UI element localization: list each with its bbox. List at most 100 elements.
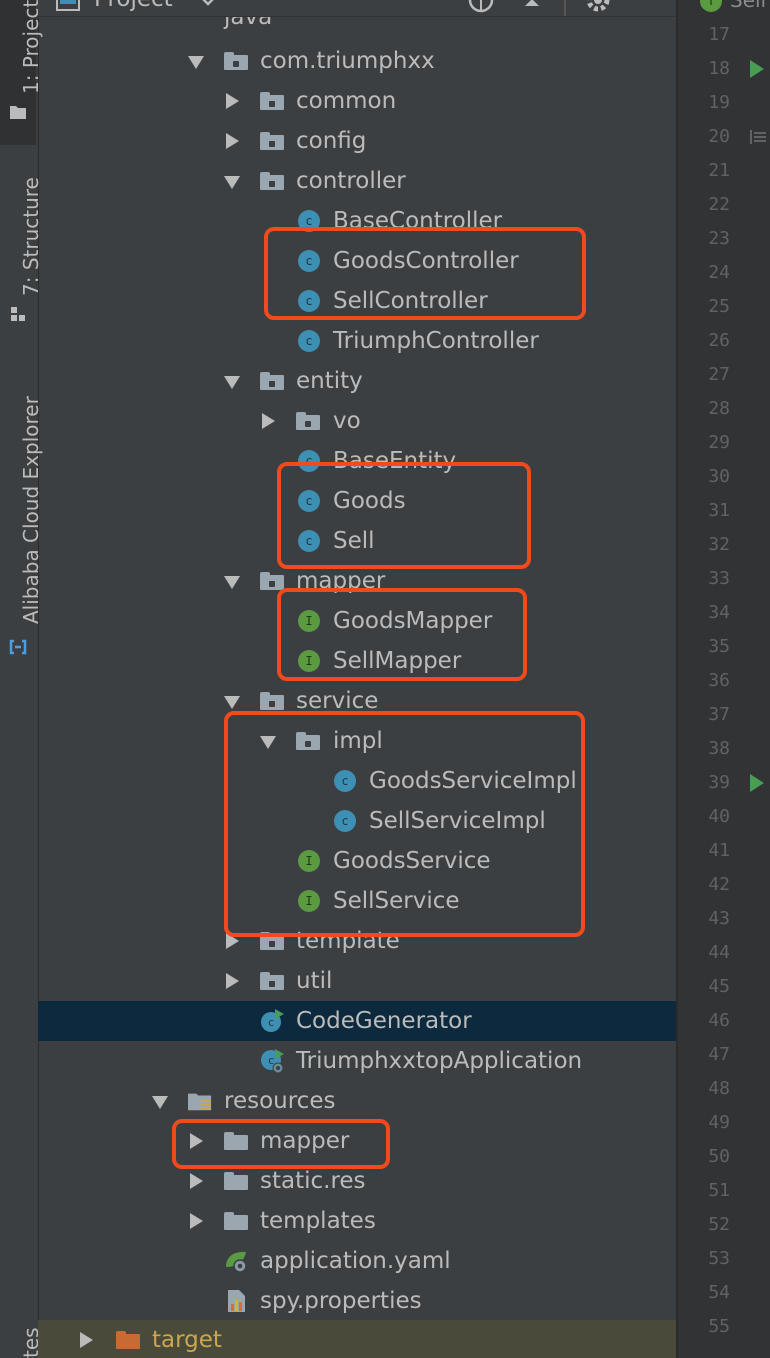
line-number: 49 xyxy=(708,1112,730,1133)
line-number: 44 xyxy=(708,942,730,963)
tree-row-baseentity[interactable]: c BaseEntity xyxy=(38,441,676,481)
tree-label: CodeGenerator xyxy=(296,1008,472,1034)
tree-row-sellcontroller[interactable]: c SellController xyxy=(38,281,676,321)
panel-title[interactable]: Project xyxy=(94,0,173,12)
resources-folder-icon xyxy=(188,1093,212,1111)
line-number: 26 xyxy=(708,330,730,351)
line-number: 42 xyxy=(708,874,730,895)
chevron-right-icon[interactable] xyxy=(226,93,239,109)
excluded-folder-icon xyxy=(116,1331,140,1349)
line-number: 24 xyxy=(708,262,730,283)
folder-icon xyxy=(224,1132,248,1150)
tree-row-impl[interactable]: impl xyxy=(38,721,676,761)
package-icon xyxy=(260,172,284,190)
chevron-right-icon[interactable] xyxy=(262,413,275,429)
tree-label: Sell xyxy=(333,528,375,554)
line-number: 29 xyxy=(708,432,730,453)
tree-row-sellmapper[interactable]: I SellMapper xyxy=(38,641,676,681)
tree-row-goodsserviceimpl[interactable]: c GoodsServiceImpl xyxy=(38,761,676,801)
run-gutter-icon[interactable] xyxy=(750,60,764,78)
tree-row-target[interactable]: target xyxy=(38,1320,676,1358)
chevron-down-icon[interactable] xyxy=(152,1096,168,1109)
line-number: 51 xyxy=(708,1180,730,1201)
chevron-right-icon[interactable] xyxy=(80,1332,93,1348)
chevron-right-icon[interactable] xyxy=(190,1173,203,1189)
chevron-right-icon[interactable] xyxy=(226,933,239,949)
tree-label: impl xyxy=(333,728,383,754)
tree-row-goods[interactable]: c Goods xyxy=(38,481,676,521)
line-number: 41 xyxy=(708,840,730,861)
tree-row-service[interactable]: service xyxy=(38,681,676,721)
tree-row-config[interactable]: config xyxy=(38,121,676,161)
highlight-box-entities xyxy=(277,462,531,569)
class-icon: c xyxy=(298,530,320,552)
line-number: 39 xyxy=(708,772,730,793)
tree-row-goodsmapper[interactable]: I GoodsMapper xyxy=(38,601,676,641)
tree-label: service xyxy=(296,688,379,714)
chevron-down-icon[interactable] xyxy=(198,0,218,6)
chevron-down-icon[interactable] xyxy=(260,736,276,749)
gear-icon[interactable] xyxy=(584,0,612,14)
tree-row-vo[interactable]: vo xyxy=(38,401,676,441)
highlight-box-mappers xyxy=(277,588,527,681)
tree-row-sell[interactable]: c Sell xyxy=(38,521,676,561)
chevron-right-icon[interactable] xyxy=(226,973,239,989)
tree-label: vo xyxy=(333,408,361,434)
chevron-down-icon[interactable] xyxy=(224,176,240,189)
tree-row-controller[interactable]: controller xyxy=(38,161,676,201)
runnable-class-icon: c xyxy=(261,1009,284,1032)
tree-row-mapper-folder[interactable]: mapper xyxy=(38,1121,676,1161)
tree-row-triumphcontroller[interactable]: c TriumphController xyxy=(38,321,676,361)
line-number: 28 xyxy=(708,398,730,419)
chevron-down-icon[interactable] xyxy=(224,696,240,709)
tree-row-util[interactable]: util xyxy=(38,961,676,1001)
chevron-down-icon[interactable] xyxy=(224,576,240,589)
run-gutter-icon[interactable] xyxy=(750,774,764,792)
tree-row-common[interactable]: common xyxy=(38,81,676,121)
line-number: 17 xyxy=(708,24,730,45)
line-number: 54 xyxy=(708,1282,730,1303)
tree-row-triumphxxtopapplication[interactable]: c TriumphxxtopApplication xyxy=(38,1041,676,1081)
tree-label: GoodsController xyxy=(333,248,519,274)
tree-label: TriumphController xyxy=(333,328,539,354)
tree-row-spy-properties[interactable]: spy.properties xyxy=(38,1281,676,1321)
tree-row-templates[interactable]: templates xyxy=(38,1201,676,1241)
line-number: 47 xyxy=(708,1044,730,1065)
line-number: 19 xyxy=(708,92,730,113)
tree-row-goodscontroller[interactable]: c GoodsController xyxy=(38,241,676,281)
tree-row-application-yaml[interactable]: application.yaml xyxy=(38,1241,676,1281)
tree-row-sellservice[interactable]: I SellService xyxy=(38,881,676,921)
tree-row-resources[interactable]: resources xyxy=(38,1081,676,1121)
collapse-icon[interactable] xyxy=(522,0,542,10)
line-number: 37 xyxy=(708,704,730,725)
chevron-right-icon[interactable] xyxy=(190,1213,203,1229)
chevron-right-icon[interactable] xyxy=(190,1133,203,1149)
tree-row-entity[interactable]: entity xyxy=(38,361,676,401)
chevron-down-icon[interactable] xyxy=(188,56,204,69)
tree-row-com-triumphxx[interactable]: com.triumphxx xyxy=(38,41,676,81)
class-icon: c xyxy=(334,770,356,792)
interface-icon: I xyxy=(298,610,320,632)
tree-label: SellMapper xyxy=(333,648,462,674)
tree-row-codegenerator[interactable]: c CodeGenerator xyxy=(38,1001,676,1041)
editor-tab-label[interactable]: Sell xyxy=(730,0,767,12)
cloud-icon xyxy=(9,639,27,655)
chevron-down-icon[interactable] xyxy=(224,376,240,389)
tree-label: Goods xyxy=(333,488,406,514)
tree-label: application.yaml xyxy=(260,1248,451,1274)
chevron-right-icon[interactable] xyxy=(226,133,239,149)
header-divider xyxy=(564,0,566,16)
implementation-marker-icon[interactable] xyxy=(750,129,766,145)
tree-row-sellserviceimpl[interactable]: c SellServiceImpl xyxy=(38,801,676,841)
package-icon xyxy=(260,572,284,590)
tree-label: BaseEntity xyxy=(333,448,457,474)
package-icon xyxy=(224,52,248,70)
tree-label: spy.properties xyxy=(260,1288,422,1314)
globe-icon[interactable] xyxy=(466,0,496,16)
tree-row-goodsservice[interactable]: I GoodsService xyxy=(38,841,676,881)
project-tree[interactable]: java com.triumphxx common config control… xyxy=(38,0,676,1358)
tree-row-static-res[interactable]: static.res xyxy=(38,1161,676,1201)
line-number: 32 xyxy=(708,534,730,555)
tree-label: GoodsMapper xyxy=(333,608,493,634)
line-number: 55 xyxy=(708,1316,730,1337)
